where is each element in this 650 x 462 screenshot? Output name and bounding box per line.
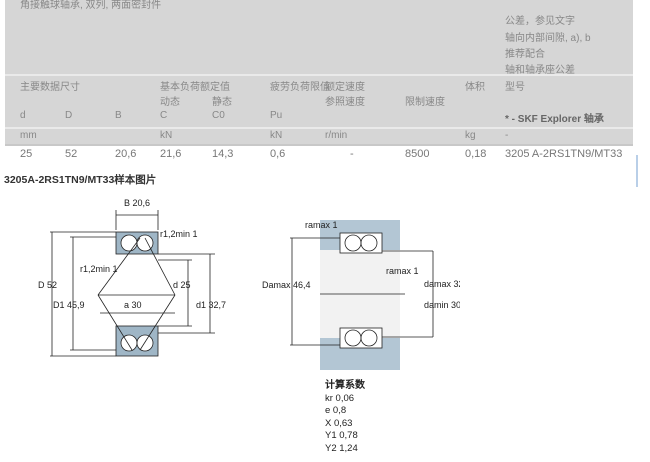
unit-kn: kN [160,130,173,141]
cell-designation[interactable]: 3205 A-2RS1TN9/MT33 [505,148,623,160]
label-damax: damax 32,5 [424,279,460,289]
label-ramax-top: ramax 1 [305,220,338,230]
cell-C0: 14,3 [212,148,234,160]
divider [5,74,633,76]
sub-ref-speed: 参照速度 [325,97,365,108]
unit-mm: mm [20,130,37,141]
unit-rpm: r/min [325,130,348,141]
unit-kn: kN [270,130,283,141]
note-tolerance[interactable]: 公差，参见文字 [505,16,575,27]
label-d1: d1 32,7 [196,300,226,310]
section-title: 3205A-2RS1TN9/MT33样本图片 [4,174,157,186]
label-r12-mid: r1,2min 1 [80,264,118,274]
note-shaft-housing[interactable]: 轴和轴承座公差 [505,65,575,76]
calc-y1: Y1 0,78 [325,430,358,441]
label-D1: D1 45,9 [53,300,85,310]
divider [5,127,633,129]
cell-d: 25 [20,148,33,160]
label-a: a 30 [124,300,142,310]
explorer-note[interactable]: * - SKF Explorer 轴承 [505,114,604,125]
cell-limit-speed: 8500 [405,148,430,160]
product-table-panel [5,0,633,146]
cell-B: 20,6 [115,148,137,160]
sym-C0: C0 [212,110,225,121]
label-D: D 52 [38,280,57,290]
label-ramax-inner: ramax 1 [386,266,419,276]
label-B: B 20,6 [124,198,150,208]
sym-C: C [160,110,168,121]
header-fatigue: 疲劳负荷限值 [270,82,330,93]
header-mass: 体积 [465,82,485,93]
calc-title: 计算系数 [325,380,365,391]
calc-kr: kr 0,06 [325,392,355,404]
note-fits[interactable]: 推荐配合 [505,49,545,60]
note-axial-clearance[interactable]: 轴向内部间隙, a), b [505,33,591,44]
sym-Pu: Pu [270,110,283,121]
sym-d: d [20,110,26,121]
category-title: 角接触球轴承, 双列, 两面密封件 [20,0,162,11]
calculation-factors: 计算系数 kr 0,06 e 0,8 X 0,63 Y1 0,78 Y2 1,2… [325,380,365,455]
divider [5,144,633,146]
calc-y2: Y2 1,24 [325,442,358,454]
bearing-drawing: B 20,6 r1,2min 1 r1,2min 1 D 52 D1 45,9 … [38,198,460,370]
scrollbar[interactable] [636,155,638,187]
label-d: d 25 [173,280,191,290]
cell-D: 52 [65,148,78,160]
unit-dash: - [505,130,509,141]
sym-B: B [115,110,122,121]
label-Damax: Damax 46,4 [262,280,311,290]
header-dims: 主要数据尺寸 [20,82,80,93]
sub-static: 静态 [212,97,232,108]
sym-D: D [65,110,73,121]
cell-Pu: 0,6 [270,148,286,160]
header-load: 基本负荷额定值 [160,82,230,93]
cell-C: 21,6 [160,148,182,160]
sub-limit-speed: 限制速度 [405,97,445,108]
header-speed: 额定速度 [325,82,365,93]
sub-dynamic: 动态 [160,97,180,108]
unit-kg: kg [465,130,476,141]
cell-ref-speed: - [350,148,354,160]
cell-mass: 0,18 [465,148,487,160]
calc-e: e 0,8 [325,405,347,416]
label-damin: damin 30,6 [424,300,460,310]
header-designation: 型号 [505,82,525,93]
label-r12-top: r1,2min 1 [160,229,198,239]
calc-x: X 0,63 [325,417,353,429]
